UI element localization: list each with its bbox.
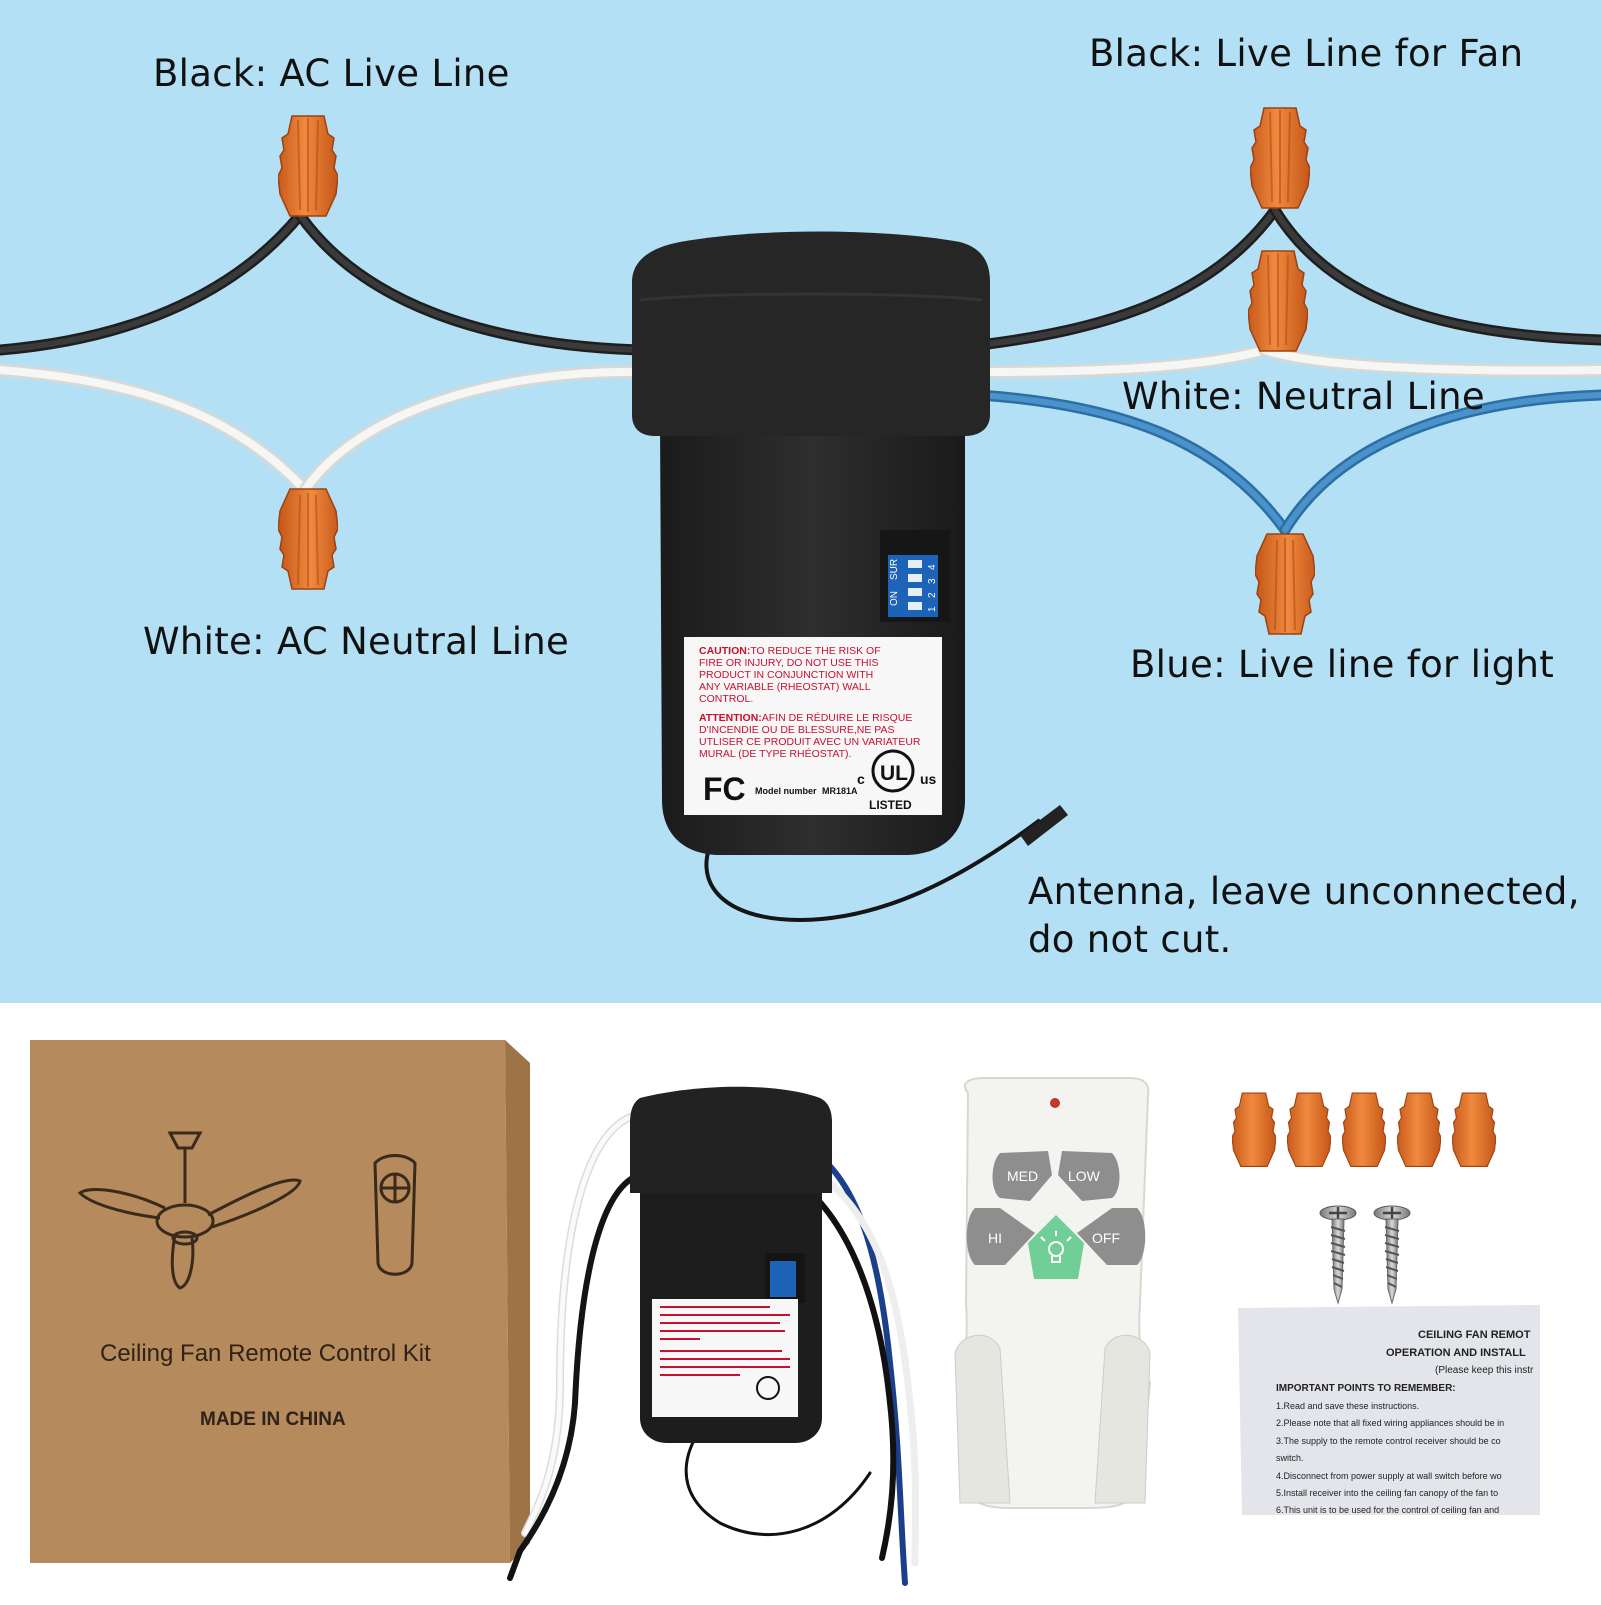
white-neutral-wire bbox=[973, 343, 1601, 379]
manual-heading: IMPORTANT POINTS TO REMEMBER: bbox=[1276, 1383, 1456, 1394]
small-receiver-unit bbox=[630, 1086, 832, 1443]
model-number-label: Model number bbox=[755, 786, 817, 796]
med-button[interactable] bbox=[992, 1151, 1053, 1201]
label-black-ac-live: Black: AC Live Line bbox=[153, 52, 510, 95]
wire-nut-black-fan bbox=[1250, 107, 1310, 209]
low-button-label: LOW bbox=[1068, 1168, 1101, 1184]
antenna-tip bbox=[1020, 805, 1068, 846]
label-white-ac-neutral: White: AC Neutral Line bbox=[143, 620, 570, 663]
wire-nut-5 bbox=[1452, 1092, 1496, 1167]
dip-sur-text: SUR bbox=[889, 559, 900, 580]
instruction-manual: CEILING FAN REMOT OPERATION AND INSTALL … bbox=[1238, 1305, 1540, 1515]
manual-item-3: 3.The supply to the remote control recei… bbox=[1276, 1436, 1501, 1446]
kit-contents-svg: Ceiling Fan Remote Control Kit MADE IN C… bbox=[30, 1040, 1540, 1586]
caution-text-block: CAUTION:TO REDUCE THE RISK OF FIRE OR IN… bbox=[699, 645, 884, 705]
manual-item-5: 5.Install receiver into the ceiling fan … bbox=[1276, 1488, 1498, 1498]
box-title: Ceiling Fan Remote Control Kit bbox=[100, 1340, 431, 1367]
manual-item-6: 6.This unit is to be used for the contro… bbox=[1276, 1505, 1499, 1515]
ul-us-text: us bbox=[920, 771, 937, 787]
low-button[interactable] bbox=[1058, 1151, 1120, 1201]
wiring-diagram-svg: ON SUR 1 2 3 4 CAUTION:TO REDUCE THE RISK O… bbox=[0, 107, 1601, 923]
light-bulb-icon bbox=[1040, 1231, 1072, 1263]
remote-icon bbox=[373, 1154, 417, 1276]
manual-item-3b: switch. bbox=[1276, 1453, 1304, 1463]
wire-nut-white-neutral bbox=[1248, 250, 1308, 352]
ul-c-text: c bbox=[857, 771, 865, 787]
kit-contents-panel: Ceiling Fan Remote Control Kit MADE IN C… bbox=[0, 1003, 1601, 1601]
wire-nut-white-ac bbox=[278, 488, 338, 590]
fcc-logo: FC bbox=[703, 771, 746, 807]
wire-nut-3 bbox=[1342, 1092, 1386, 1167]
manual-title-line1: CEILING FAN REMOT bbox=[1418, 1329, 1531, 1341]
wire-nut-4 bbox=[1397, 1092, 1441, 1167]
attention-text-block: ATTENTION:AFIN DE RÉDUIRE LE RISQUE D'IN… bbox=[699, 711, 923, 760]
wire-nuts-set bbox=[1232, 1092, 1496, 1167]
ul-logo-text: UL bbox=[880, 762, 908, 785]
model-number-value: MR181A bbox=[822, 786, 858, 796]
remote-control: MED LOW HI OFF bbox=[954, 1077, 1152, 1509]
manual-title-line2: OPERATION AND INSTALL bbox=[1386, 1347, 1526, 1359]
manual-note: (Please keep this instr bbox=[1435, 1365, 1534, 1376]
off-button[interactable] bbox=[1077, 1208, 1146, 1265]
ul-logo-circle bbox=[871, 749, 915, 793]
remote-led bbox=[1050, 1098, 1060, 1108]
dip-on-text: ON bbox=[889, 591, 900, 606]
mounting-screw-2 bbox=[1372, 1205, 1412, 1305]
label-black-fan-live: Black: Live Line for Fan bbox=[1089, 32, 1524, 75]
manual-item-4: 4.Disconnect from power supply at wall s… bbox=[1276, 1471, 1502, 1481]
label-antenna-line1: Antenna, leave unconnected, bbox=[1028, 870, 1580, 913]
hi-button[interactable] bbox=[966, 1208, 1035, 1265]
wire-nut-2 bbox=[1287, 1092, 1331, 1167]
wire-nut-1 bbox=[1232, 1092, 1276, 1167]
wire-nut-black-ac bbox=[278, 115, 338, 217]
off-button-label: OFF bbox=[1092, 1230, 1120, 1246]
product-box: Ceiling Fan Remote Control Kit MADE IN C… bbox=[30, 1040, 530, 1563]
light-button[interactable] bbox=[1028, 1215, 1084, 1279]
label-blue-light-live: Blue: Live line for light bbox=[1130, 643, 1555, 686]
label-antenna-line2: do not cut. bbox=[1028, 918, 1232, 961]
med-button-label: MED bbox=[1007, 1168, 1038, 1184]
white-ac-neutral-wire bbox=[0, 363, 647, 497]
dip-number-2: 2 bbox=[927, 592, 938, 598]
manual-item-1: 1.Read and save these instructions. bbox=[1276, 1401, 1419, 1411]
label-white-neutral: White: Neutral Line bbox=[1122, 375, 1485, 418]
ceiling-fan-icon bbox=[77, 1131, 302, 1290]
box-made-in: MADE IN CHINA bbox=[200, 1409, 346, 1430]
receiver-unit: ON SUR 1 2 3 4 CAUTION:TO REDUCE THE RISK O… bbox=[632, 231, 990, 855]
blue-light-live-wire bbox=[974, 389, 1601, 536]
wire-nut-blue-light bbox=[1255, 533, 1315, 635]
manual-item-2: 2.Please note that all fixed wiring appl… bbox=[1276, 1418, 1504, 1428]
wiring-diagram-panel: ON SUR 1 2 3 4 CAUTION:TO REDUCE THE RISK O… bbox=[0, 0, 1601, 1003]
dip-numbers: 1 2 3 4 bbox=[927, 564, 938, 612]
hi-button-label: HI bbox=[988, 1230, 1002, 1246]
receiver-with-wires bbox=[507, 1109, 920, 1586]
mounting-screw-1 bbox=[1318, 1205, 1358, 1305]
receiver-caution-label bbox=[684, 637, 942, 815]
dip-number-1: 1 bbox=[927, 606, 938, 612]
dip-number-4: 4 bbox=[927, 564, 938, 570]
dip-number-3: 3 bbox=[927, 578, 938, 584]
ul-listed-text: LISTED bbox=[869, 798, 912, 812]
black-fan-live-wire bbox=[974, 204, 1601, 351]
antenna-wire bbox=[704, 818, 1042, 923]
black-ac-live-wire bbox=[0, 209, 646, 356]
